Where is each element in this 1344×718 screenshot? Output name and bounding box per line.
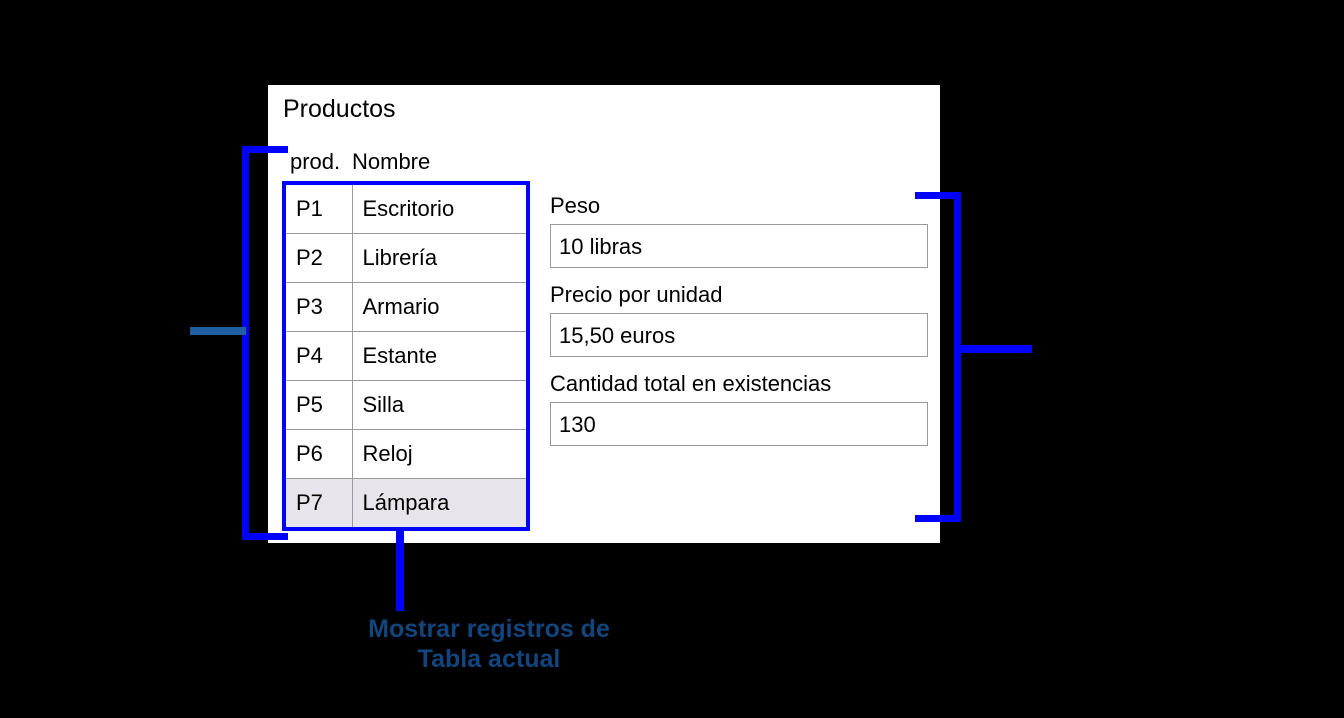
products-form-panel: Productos prod. Nombre P1 Escritorio P2 L… bbox=[268, 85, 940, 543]
column-header-name: Nombre bbox=[352, 149, 431, 174]
right-bracket-leader-stub bbox=[958, 345, 1032, 353]
field-group-peso: Peso 10 libras bbox=[550, 193, 928, 268]
field-input-peso[interactable]: 10 libras bbox=[550, 224, 928, 268]
caption-line-2: Tabla actual bbox=[417, 645, 561, 673]
records-table[interactable]: P1 Escritorio P2 Librería P3 Armario P4 … bbox=[282, 181, 530, 531]
caption-leader-line bbox=[396, 527, 404, 611]
bracket-spine bbox=[954, 192, 961, 522]
cell-name[interactable]: Armario bbox=[351, 282, 529, 332]
bracket-bottom-arm bbox=[242, 533, 288, 540]
table-row[interactable]: P1 Escritorio bbox=[283, 182, 529, 234]
left-bracket-leader-stub bbox=[190, 327, 246, 335]
table-row[interactable]: P3 Armario bbox=[283, 282, 529, 332]
field-label-peso: Peso bbox=[550, 193, 601, 218]
cell-id[interactable]: P2 bbox=[283, 233, 353, 283]
cell-id[interactable]: P7 bbox=[283, 478, 353, 530]
records-table-column: prod. Nombre P1 Escritorio P2 Librería P3… bbox=[282, 149, 538, 531]
cell-id[interactable]: P4 bbox=[283, 331, 353, 381]
cell-id[interactable]: P1 bbox=[283, 182, 353, 234]
field-group-precio-por-unidad: Precio por unidad 15,50 euros bbox=[550, 282, 928, 357]
field-input-cantidad-total[interactable]: 130 bbox=[550, 402, 928, 446]
table-row-selected[interactable]: P7 Lámpara bbox=[283, 478, 529, 530]
cell-name[interactable]: Reloj bbox=[351, 429, 529, 479]
cell-id[interactable]: P3 bbox=[283, 282, 353, 332]
table-row[interactable]: P4 Estante bbox=[283, 331, 529, 381]
field-group-cantidad-total: Cantidad total en existencias 130 bbox=[550, 371, 928, 446]
cell-id[interactable]: P6 bbox=[283, 429, 353, 479]
field-label-precio-por-unidad: Precio por unidad bbox=[550, 282, 723, 307]
table-row[interactable]: P2 Librería bbox=[283, 233, 529, 283]
cell-name[interactable]: Estante bbox=[351, 331, 529, 381]
bracket-top-arm bbox=[242, 146, 288, 153]
cell-name[interactable]: Lámpara bbox=[351, 478, 529, 530]
left-bracket-annotation bbox=[242, 146, 288, 540]
annotation-caption: Mostrar registros de Tabla actual bbox=[274, 614, 704, 674]
field-label-cantidad-total: Cantidad total en existencias bbox=[550, 371, 832, 396]
bracket-top-arm bbox=[915, 192, 961, 199]
page-title: Productos bbox=[283, 95, 396, 123]
cell-id[interactable]: P5 bbox=[283, 380, 353, 430]
field-input-precio-por-unidad[interactable]: 15,50 euros bbox=[550, 313, 928, 357]
bracket-bottom-arm bbox=[915, 515, 961, 522]
right-bracket-annotation bbox=[915, 192, 961, 522]
caption-line-1: Mostrar registros de bbox=[368, 615, 610, 643]
records-table-body: P1 Escritorio P2 Librería P3 Armario P4 … bbox=[283, 182, 529, 530]
table-column-headers: prod. Nombre bbox=[282, 149, 538, 175]
column-header-id: prod. bbox=[290, 149, 341, 174]
table-row[interactable]: P6 Reloj bbox=[283, 429, 529, 479]
bracket-spine bbox=[242, 146, 249, 540]
detail-fields-column: Peso 10 libras Precio por unidad 15,50 e… bbox=[550, 193, 928, 460]
cell-name[interactable]: Silla bbox=[351, 380, 529, 430]
cell-name[interactable]: Escritorio bbox=[351, 182, 529, 234]
cell-name[interactable]: Librería bbox=[351, 233, 529, 283]
table-row[interactable]: P5 Silla bbox=[283, 380, 529, 430]
